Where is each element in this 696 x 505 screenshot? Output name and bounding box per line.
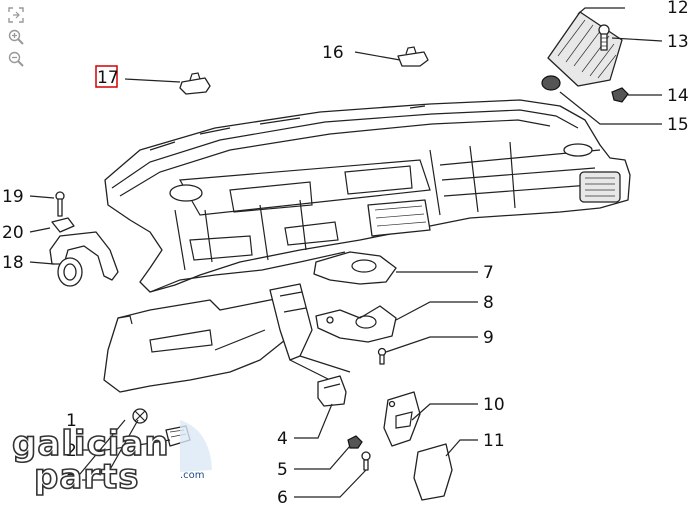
watermark-line2: parts: [34, 457, 140, 497]
part-17-clip[interactable]: [179, 72, 211, 95]
part-15-grommet[interactable]: [541, 75, 561, 91]
callout-17-highlight: [95, 65, 118, 88]
leader-lines: [29, 7, 663, 498]
part-19-screw[interactable]: [55, 191, 65, 217]
galicianparts-watermark: galician parts .com: [11, 420, 212, 498]
callout-18[interactable]: 18: [2, 253, 24, 273]
lower-knee-panel[interactable]: [103, 294, 306, 393]
part-11-lid[interactable]: [413, 443, 453, 501]
part-14-nut[interactable]: [611, 87, 629, 103]
callout-7[interactable]: 7: [483, 263, 494, 283]
part-2-clip[interactable]: [132, 408, 148, 424]
callout-3[interactable]: 3: [66, 471, 77, 491]
callout-1[interactable]: 1: [66, 411, 77, 431]
callout-6[interactable]: 6: [277, 488, 288, 505]
center-console[interactable]: [269, 283, 351, 381]
part-20-clip[interactable]: [51, 217, 75, 233]
callout-16[interactable]: 16: [322, 43, 344, 63]
callout-20[interactable]: 20: [2, 223, 24, 243]
callout-14[interactable]: 14: [667, 86, 689, 106]
part-6-screw[interactable]: [361, 451, 371, 471]
callout-15[interactable]: 15: [667, 115, 689, 135]
zoom-in-button[interactable]: [6, 28, 26, 46]
callout-8[interactable]: 8: [483, 293, 494, 313]
callout-11[interactable]: 11: [483, 431, 505, 451]
part-16-clip[interactable]: [397, 46, 429, 67]
callout-17[interactable]: 17: [97, 68, 119, 88]
callout-19[interactable]: 19: [2, 187, 24, 207]
part-8-column-shroud-lower[interactable]: [315, 305, 397, 343]
part-13-screw[interactable]: [598, 24, 610, 51]
callout-10[interactable]: 10: [483, 395, 505, 415]
part-4-bracket[interactable]: [317, 375, 347, 407]
part-12-grille[interactable]: [547, 11, 623, 87]
callout-5[interactable]: 5: [277, 460, 288, 480]
watermark-suffix: .com: [180, 470, 205, 481]
part-9-screw[interactable]: [377, 347, 387, 365]
part-10-cover[interactable]: [383, 391, 421, 447]
dashboard-panel: [104, 99, 631, 293]
fit-screen-button[interactable]: [6, 6, 26, 24]
zoom-out-button[interactable]: [6, 50, 26, 68]
fit-screen-icon: [8, 7, 24, 23]
callout-2[interactable]: 2: [66, 441, 77, 461]
callout-9[interactable]: 9: [483, 328, 494, 348]
callout-13[interactable]: 13: [667, 32, 689, 52]
part-18-bracket[interactable]: [49, 231, 119, 287]
part-7-column-shroud-upper[interactable]: [313, 251, 397, 285]
callout-12[interactable]: 12: [667, 0, 689, 18]
callout-4[interactable]: 4: [277, 429, 288, 449]
zoom-in-icon: [8, 29, 24, 45]
watermark-line1: galician: [12, 424, 170, 464]
zoom-out-icon: [8, 51, 24, 67]
